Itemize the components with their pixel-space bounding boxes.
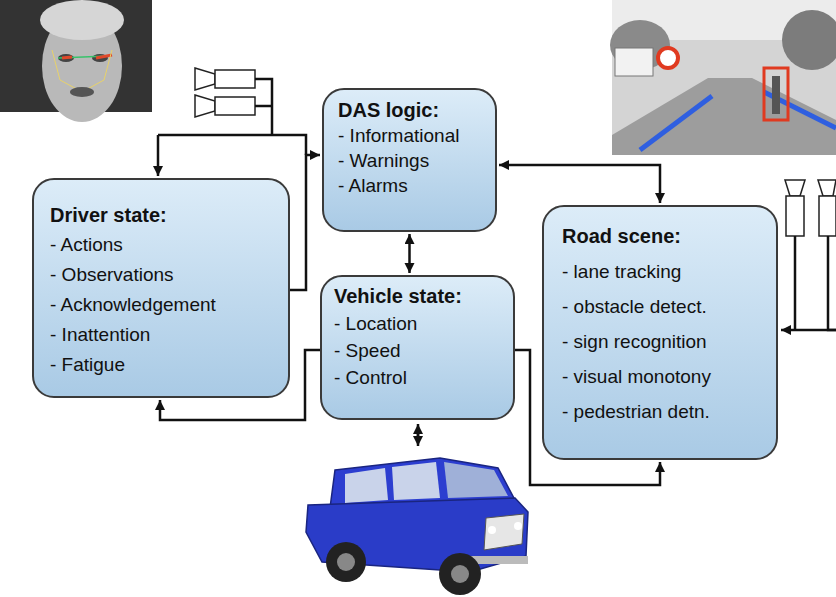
list-item: - lane tracking	[562, 254, 681, 289]
road-scene-photo	[610, 0, 836, 155]
camera-feed-wires	[158, 79, 306, 176]
connector-arrow	[290, 155, 320, 290]
vehicle-state-box: Vehicle state:- Location- Speed- Control	[320, 275, 515, 420]
list-item: - Actions	[50, 230, 123, 260]
road-scene-box: Road scene:- lane tracking- obstacle det…	[542, 205, 778, 460]
list-item: - pedestrian detn.	[562, 394, 710, 429]
list-item: - obstacle detect.	[562, 289, 707, 324]
box-heading: Road scene:	[562, 219, 681, 254]
list-item: - Control	[334, 364, 407, 391]
list-item: - Informational	[338, 123, 459, 148]
connector-arrow	[499, 165, 660, 203]
box-heading: DAS logic:	[338, 98, 439, 123]
driver-cameras	[195, 68, 255, 117]
road-camera-wires	[781, 236, 836, 330]
connector-arrow	[408, 234, 411, 273]
list-item: - sign recognition	[562, 324, 707, 359]
list-item: - Observations	[50, 260, 174, 290]
driver-face-photo	[0, 0, 152, 122]
car-illustration	[306, 458, 528, 595]
vehicle-link	[417, 424, 420, 446]
list-item: - Location	[334, 310, 417, 337]
list-item: - Speed	[334, 337, 401, 364]
list-item: - Warnings	[338, 148, 429, 173]
road-cameras	[785, 180, 836, 236]
list-item: - Acknowledgement	[50, 290, 216, 320]
list-item: - visual monotony	[562, 359, 711, 394]
list-item: - Alarms	[338, 173, 408, 198]
box-heading: Driver state:	[50, 200, 167, 230]
driver-state-box: Driver state:- Actions- Observations- Ac…	[32, 178, 290, 398]
box-heading: Vehicle state:	[334, 283, 462, 310]
list-item: - Fatigue	[50, 350, 125, 380]
list-item: - Inattention	[50, 320, 150, 350]
logic-box: DAS logic:- Informational- Warnings- Ala…	[322, 88, 497, 232]
